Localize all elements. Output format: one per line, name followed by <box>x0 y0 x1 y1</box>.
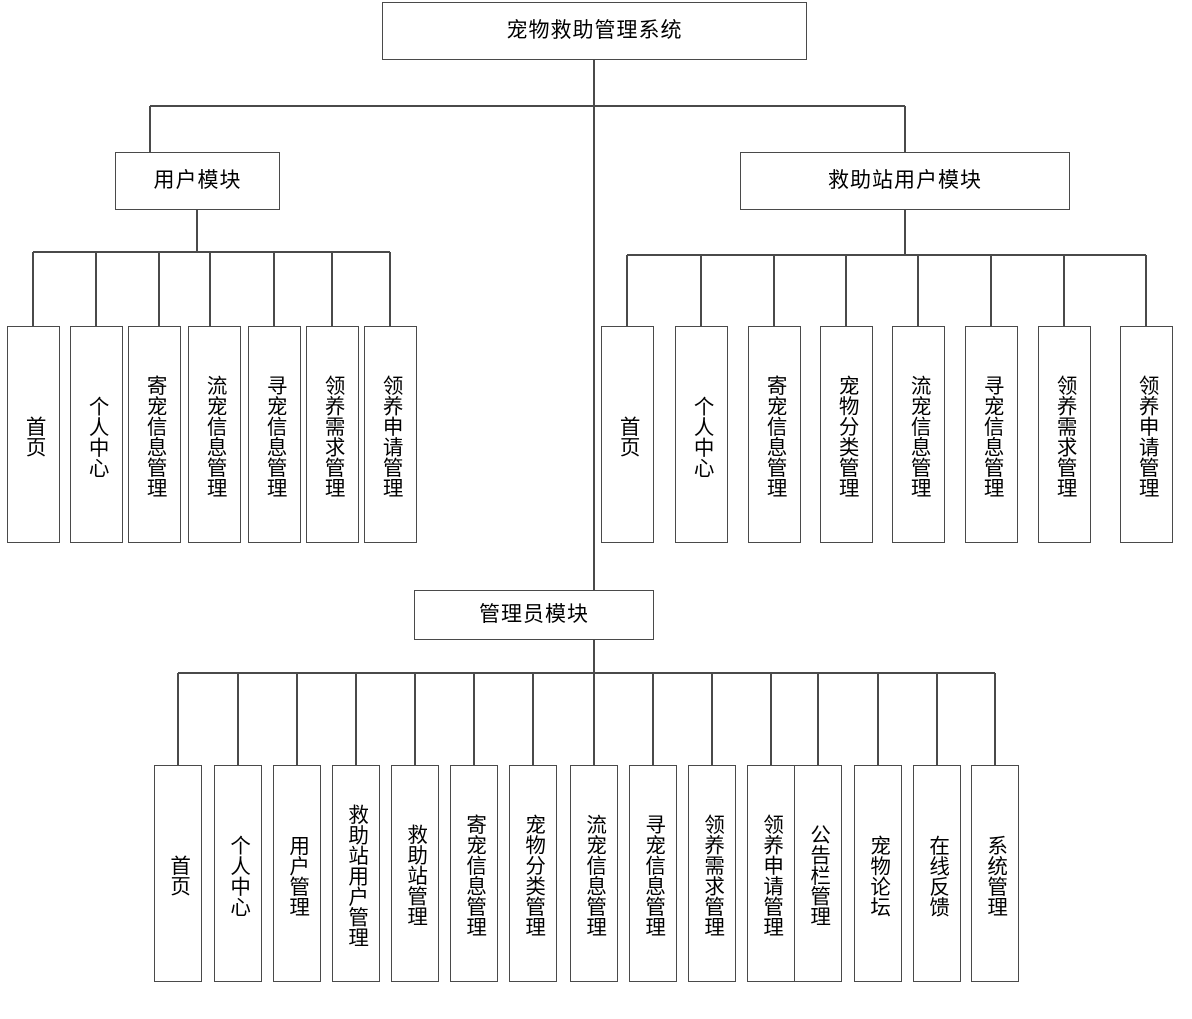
leaf-user-0[interactable]: 首页 <box>7 326 60 543</box>
leaf-label: 首页 <box>22 416 47 457</box>
leaf-label: 寄宠信息管理 <box>462 814 487 937</box>
leaf-label: 寄宠信息管理 <box>763 375 788 498</box>
leaf-rescue-5[interactable]: 寻宠信息管理 <box>965 326 1018 543</box>
leaf-admin-12[interactable]: 宠物论坛 <box>854 765 902 982</box>
leaf-label: 宠物分类管理 <box>835 375 860 498</box>
leaf-label: 寻宠信息管理 <box>980 375 1005 498</box>
leaf-user-6[interactable]: 领养申请管理 <box>364 326 417 543</box>
leaf-label: 个人中心 <box>85 395 110 478</box>
leaf-admin-9[interactable]: 领养需求管理 <box>688 765 736 982</box>
leaf-label: 救助站用户管理 <box>344 803 369 948</box>
leaf-admin-1[interactable]: 个人中心 <box>214 765 262 982</box>
leaf-label: 领养需求管理 <box>700 814 725 937</box>
leaf-rescue-2[interactable]: 寄宠信息管理 <box>748 326 801 543</box>
leaf-label: 流宠信息管理 <box>907 375 932 498</box>
leaf-label: 领养需求管理 <box>1053 375 1078 498</box>
leaf-label: 领养申请管理 <box>759 814 784 937</box>
leaf-label: 流宠信息管理 <box>582 814 607 937</box>
leaf-admin-4[interactable]: 救助站管理 <box>391 765 439 982</box>
leaf-user-1[interactable]: 个人中心 <box>70 326 123 543</box>
leaf-label: 领养申请管理 <box>379 375 404 498</box>
leaf-user-3[interactable]: 流宠信息管理 <box>188 326 241 543</box>
leaf-label: 寻宠信息管理 <box>641 814 666 937</box>
leaf-admin-6[interactable]: 宠物分类管理 <box>509 765 557 982</box>
leaf-label: 寻宠信息管理 <box>263 375 288 498</box>
leaf-label: 公告栏管理 <box>806 824 831 927</box>
leaf-admin-3[interactable]: 救助站用户管理 <box>332 765 380 982</box>
leaf-user-2[interactable]: 寄宠信息管理 <box>128 326 181 543</box>
leaf-label: 用户管理 <box>285 834 310 917</box>
leaf-admin-8[interactable]: 寻宠信息管理 <box>629 765 677 982</box>
leaf-label: 领养需求管理 <box>321 375 346 498</box>
leaf-user-5[interactable]: 领养需求管理 <box>306 326 359 543</box>
leaf-rescue-0[interactable]: 首页 <box>601 326 654 543</box>
leaf-label: 首页 <box>616 416 641 457</box>
leaf-user-4[interactable]: 寻宠信息管理 <box>248 326 301 543</box>
leaf-rescue-4[interactable]: 流宠信息管理 <box>892 326 945 543</box>
leaf-rescue-1[interactable]: 个人中心 <box>675 326 728 543</box>
leaf-label: 流宠信息管理 <box>203 375 228 498</box>
leaf-label: 首页 <box>166 855 191 896</box>
module-rescue-station-user-module[interactable]: 救助站用户模块 <box>740 152 1070 210</box>
leaf-label: 在线反馈 <box>925 834 950 917</box>
module-label: 救助站用户模块 <box>828 168 982 193</box>
leaf-label: 个人中心 <box>690 395 715 478</box>
root-node-label: 宠物救助管理系统 <box>506 18 683 43</box>
leaf-label: 救助站管理 <box>403 824 428 927</box>
leaf-admin-14[interactable]: 系统管理 <box>971 765 1019 982</box>
leaf-label: 宠物分类管理 <box>521 814 546 937</box>
leaf-admin-0[interactable]: 首页 <box>154 765 202 982</box>
leaf-admin-11[interactable]: 公告栏管理 <box>794 765 842 982</box>
module-admin-module[interactable]: 管理员模块 <box>414 590 654 640</box>
leaf-rescue-7[interactable]: 领养申请管理 <box>1120 326 1173 543</box>
leaf-label: 宠物论坛 <box>866 834 891 917</box>
leaf-admin-13[interactable]: 在线反馈 <box>913 765 961 982</box>
leaf-label: 系统管理 <box>983 834 1008 917</box>
leaf-label: 个人中心 <box>226 834 251 917</box>
leaf-admin-5[interactable]: 寄宠信息管理 <box>450 765 498 982</box>
module-label: 用户模块 <box>153 168 242 193</box>
leaf-admin-7[interactable]: 流宠信息管理 <box>570 765 618 982</box>
leaf-rescue-3[interactable]: 宠物分类管理 <box>820 326 873 543</box>
module-label: 管理员模块 <box>479 602 589 627</box>
leaf-admin-10[interactable]: 领养申请管理 <box>747 765 795 982</box>
root-node[interactable]: 宠物救助管理系统 <box>382 2 807 60</box>
leaf-admin-2[interactable]: 用户管理 <box>273 765 321 982</box>
leaf-label: 寄宠信息管理 <box>143 375 168 498</box>
leaf-label: 领养申请管理 <box>1135 375 1160 498</box>
leaf-rescue-6[interactable]: 领养需求管理 <box>1038 326 1091 543</box>
module-user-module[interactable]: 用户模块 <box>115 152 280 210</box>
